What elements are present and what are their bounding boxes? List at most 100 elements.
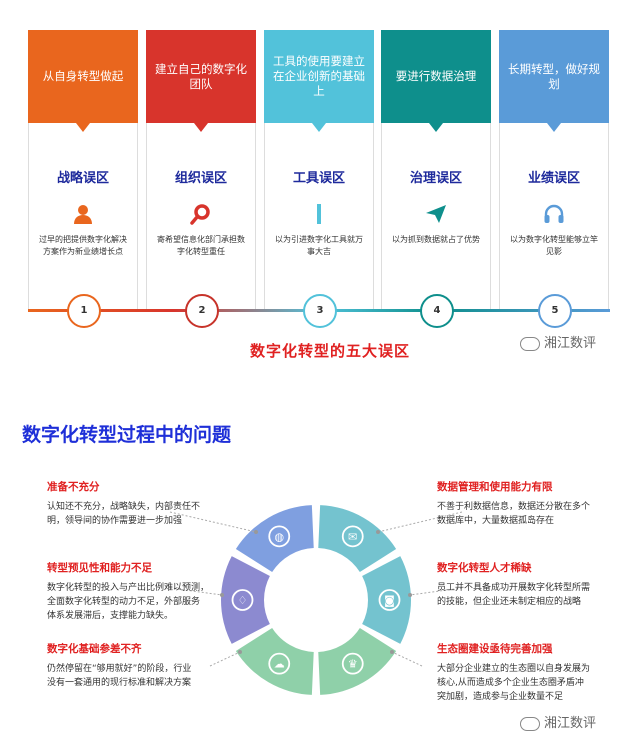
right-item-desc: 大部分企业建立的生态圈以自身发展为	[437, 664, 591, 674]
card-title: 组织误区	[174, 171, 227, 186]
number-circle-4: 4	[420, 294, 454, 328]
ring-diagram: ◍ ✉ ◙ ♛ ☁ ♢	[169, 505, 463, 695]
globe-icon	[268, 525, 291, 548]
card-frame	[499, 123, 609, 309]
card-title: 治理误区	[409, 171, 462, 186]
left-item-2: 转型预见性和能力不足 数字化转型的投入与产出比例难以预测， 全面数字化转型的动力…	[47, 560, 237, 623]
card-4: 要进行数据治理 治理误区 以为抓到数据就占了优势	[381, 30, 491, 310]
card-header: 建立自己的数字化团队	[146, 30, 256, 123]
section2-title: 数字化转型过程中的问题	[22, 424, 232, 446]
headphones-icon	[542, 202, 566, 226]
card-3: 工具的使用要建立在企业创新的基础上 工具误区 以为引进数字化工具就万事大吉	[264, 30, 374, 310]
card-2: 建立自己的数字化团队 组织误区 寄希望信息化部门承担数字化转型重任	[146, 30, 256, 310]
card-title: 战略误区	[56, 171, 109, 186]
chat-icon-glyph: ☁	[274, 658, 285, 671]
right-item-2: 数字化转型人才稀缺 员工并不具备成功开展数字化转型所需 的技能，但企业还未制定相…	[437, 560, 627, 609]
watermark-bottom: 湘江数评	[520, 712, 596, 731]
ring-segment	[221, 556, 270, 644]
card-header-text: 要进行数据治理	[395, 69, 477, 83]
ring-segment	[362, 556, 411, 644]
right-item-title: 数字化转型人才稀缺	[437, 562, 532, 574]
right-item-desc: 的技能，但企业还未制定相应的战略	[437, 597, 582, 607]
wechat-icon	[520, 716, 540, 731]
card-frame	[264, 123, 374, 309]
left-item-desc: 体系发展滞后，支撑能力缺失。	[47, 611, 174, 621]
leader-line	[409, 587, 463, 596]
card-frame	[381, 123, 491, 309]
right-item-desc: 突加剧，造成参与企业数量不足	[437, 692, 564, 702]
paper-plane-icon	[424, 202, 448, 226]
globe-icon-glyph: ◍	[274, 530, 284, 543]
card-desc: 寄希望信息化部门承担数字化转型重任	[157, 235, 245, 256]
leader-dot	[408, 593, 412, 597]
left-item-desc: 全面数字化转型的动力不足，外部服务	[47, 597, 201, 607]
trophy-icon	[341, 652, 364, 675]
card-1: 从自身转型做起 战略误区 过早的把提供数字化解决方案作为新业绩增长点	[28, 30, 138, 310]
leader-dot	[376, 530, 380, 534]
left-item-desc: 明，领导间的协作需要进一步加强	[47, 516, 183, 526]
left-item-desc: 没有一套通用的现行标准和解决方案	[47, 678, 192, 688]
left-item-desc: 仍然停留在“够用就好”的阶段，行业	[47, 664, 192, 674]
leader-line	[169, 587, 223, 596]
left-item-desc: 数字化转型的投入与产出比例难以预测，	[47, 583, 210, 593]
bar-icon	[307, 202, 331, 226]
ring-segment	[235, 627, 314, 695]
card-header-text: 长期转型，做好规划	[508, 61, 600, 91]
leader-dot	[238, 650, 242, 654]
card-title: 业绩误区	[527, 171, 580, 186]
left-item-3: 数字化基础参差不齐 仍然停留在“够用就好”的阶段，行业 没有一套通用的现行标准和…	[47, 641, 237, 690]
card-desc: 以为数字化转型能够立竿见影	[510, 235, 598, 256]
card-header: 要进行数据治理	[381, 30, 491, 123]
watermark-top: 湘江数评	[520, 332, 596, 351]
user-icon	[71, 202, 95, 226]
card-notch	[194, 123, 208, 132]
card-header: 工具的使用要建立在企业创新的基础上	[264, 30, 374, 123]
number-circle-2: 2	[185, 294, 219, 328]
card-header-text: 建立自己的数字化团队	[155, 61, 247, 91]
card-notch	[547, 123, 561, 132]
camera-icon-glyph: ◙	[384, 594, 395, 607]
ring-segment	[318, 627, 397, 695]
leader-line	[391, 651, 423, 667]
card-title: 工具误区	[292, 171, 345, 186]
bulb-icon-glyph: ♢	[238, 594, 248, 607]
right-item-desc: 员工并不具备成功开展数字化转型所需	[437, 583, 591, 593]
leader-dot	[220, 593, 224, 597]
right-item-desc: 数据库中，大量数据孤岛存在	[437, 516, 555, 526]
card-notch	[312, 123, 326, 132]
card-notch	[429, 123, 443, 132]
left-item-title: 数字化基础参差不齐	[47, 643, 142, 655]
main-title: 数字化转型的五大误区	[250, 342, 411, 360]
search-icon	[189, 202, 213, 226]
wechat-icon	[520, 336, 540, 351]
left-item-title: 转型预见性和能力不足	[47, 562, 152, 574]
card-desc: 以为引进数字化工具就万事大吉	[275, 235, 363, 256]
leader-dot	[254, 530, 258, 534]
card-desc: 以为抓到数据就占了优势	[392, 235, 480, 244]
right-item-title: 生态圈建设亟待完善加强	[437, 643, 553, 655]
right-item-desc: 不善于利数据信息，数据还分散在多个	[437, 502, 591, 512]
bulb-icon	[231, 589, 254, 611]
card-frame	[28, 123, 138, 309]
right-item-desc: 核心,从而造成多个企业生态圈矛盾冲	[437, 678, 584, 688]
card-desc: 过早的把提供数字化解决方案作为新业绩增长点	[39, 235, 127, 256]
card-header-text: 工具的使用要建立在企业创新的基础上	[273, 54, 365, 98]
mail-icon-glyph: ✉	[348, 530, 357, 543]
right-item-1: 数据管理和使用能力有限 不善于利数据信息，数据还分散在多个 数据库中，大量数据孤…	[437, 479, 627, 528]
left-item-title: 准备不充分	[47, 481, 100, 493]
number-circle-1: 1	[67, 294, 101, 328]
ring-segment	[318, 505, 397, 573]
number-circle-5: 5	[538, 294, 572, 328]
leader-line	[209, 651, 241, 667]
left-item-desc: 认知还不充分，战略缺失，内部责任不	[47, 502, 201, 512]
trophy-icon-glyph: ♛	[348, 658, 358, 671]
leader-line	[169, 511, 257, 533]
chat-icon	[268, 652, 291, 675]
leader-dot	[390, 650, 394, 654]
ring-segment	[235, 505, 314, 573]
card-header: 从自身转型做起	[28, 30, 138, 123]
card-header: 长期转型，做好规划	[499, 30, 609, 123]
right-item-3: 生态圈建设亟待完善加强 大部分企业建立的生态圈以自身发展为 核心,从而造成多个企…	[437, 641, 627, 704]
card-header-text: 从自身转型做起	[42, 69, 124, 83]
left-item-1: 准备不充分 认知还不充分，战略缺失，内部责任不 明，领导间的协作需要进一步加强	[47, 479, 227, 528]
